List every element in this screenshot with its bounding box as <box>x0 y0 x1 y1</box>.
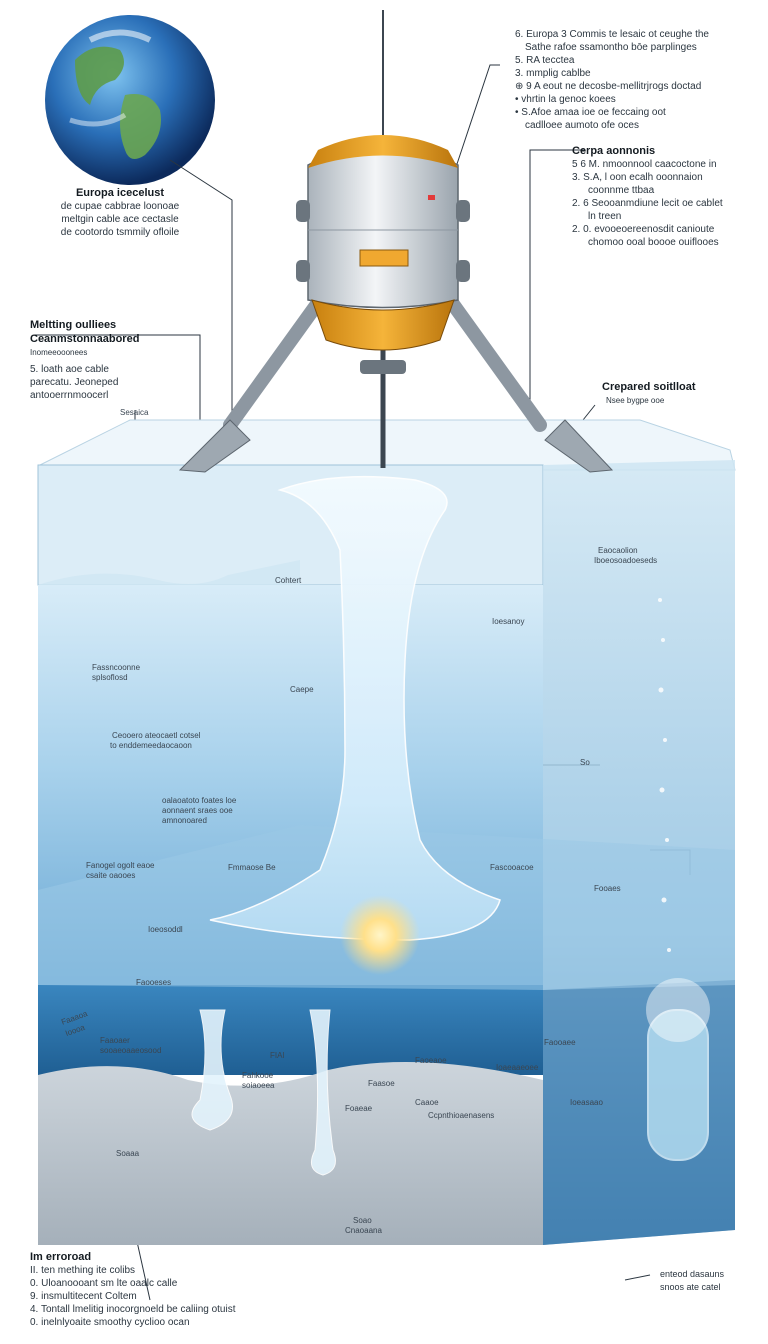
note-line: 9. insmultitecent Coltem <box>30 1291 137 1302</box>
label-ocean: to enddemeedaocaoon <box>110 741 192 750</box>
label-right: So <box>580 758 590 767</box>
note-line: de cootordo tsmmily ofloile <box>60 227 180 238</box>
label-ocean: csaite oaooes <box>86 871 136 880</box>
note-line: snoos ate catel <box>660 1282 721 1292</box>
label-deep: Ccpnthioaenasens <box>428 1111 495 1120</box>
right-notes-title: Cerpa aonnonis <box>572 145 656 157</box>
note-line: II. ten mething ite colibs <box>30 1265 136 1276</box>
label-seafloor: Soaaa <box>116 1149 140 1158</box>
left-notes: Europa icecelust de cupae cabbrae loonoa… <box>40 186 200 239</box>
planet-globe-icon <box>45 15 215 185</box>
label-deep: FIAl <box>270 1051 285 1060</box>
label-deep: Faooaee <box>544 1038 576 1047</box>
melting-notes: Meltting oulliees Ceanmstonnaabored Inom… <box>30 318 139 402</box>
bubbles <box>658 598 671 952</box>
label-deep: Fahkooe <box>242 1071 274 1080</box>
label-deep: soiaoeea <box>242 1081 275 1090</box>
label-ocean: Ceooero ateocaetl cotsel <box>112 731 201 740</box>
note-line: cadlloee aumoto ofe oces <box>525 120 639 131</box>
label-ocean: Fanogel ogolt eaoe <box>86 861 155 870</box>
note-line: 0. Uloanoooant sm lte oaalc calle <box>30 1278 178 1289</box>
note-line: coonnme ttbaa <box>588 185 655 196</box>
melting-notes-title: Meltting oulliees <box>30 319 117 331</box>
label-deep: Faasoe <box>368 1079 395 1088</box>
note-line: enteod dasauns <box>660 1269 725 1279</box>
label-ocean: Fassncoonne <box>92 663 141 672</box>
label-deep: Foaeae <box>345 1104 373 1113</box>
label-seafloor: Soao <box>353 1216 372 1225</box>
label-ocean: Caepe <box>290 685 314 694</box>
label-mid: Faooeses <box>136 978 172 987</box>
label-deep: Faaoaer <box>100 1036 130 1045</box>
side-label-small: Nsee bygpe ooe <box>606 396 665 405</box>
note-line: ln treen <box>588 211 622 222</box>
note-line: meltgin cable ace cectasle <box>61 214 179 225</box>
melting-notes-small: Inomeeooonees <box>30 348 88 357</box>
melt-plume <box>209 475 501 941</box>
note-line: 2. 0. evooeoereenosdit canioute <box>572 224 715 235</box>
note-line: ⊕ 9 A eout ne decosbe-mellitrjrogs docta… <box>515 81 702 92</box>
label-right: Fooaes <box>594 884 621 893</box>
note-line: antooerrnmoocerl <box>30 390 109 401</box>
melting-notes-subtitle: Ceanmstonnaabored <box>30 333 140 345</box>
label-deep: Caaoe <box>415 1098 439 1107</box>
vent-column <box>647 1009 709 1161</box>
note-line: 6. Europa 3 Commis te lesaic ot ceughe t… <box>515 29 709 40</box>
label-seafloor: Cnaoaana <box>345 1226 382 1235</box>
label-surface: Sesaica <box>120 408 149 417</box>
bottom-left-title: Im erroroad <box>30 1251 92 1263</box>
note-line: Sathe rafoe ssamontho bōe parplinges <box>525 42 697 53</box>
label-deep: Faoeaoe <box>415 1056 447 1065</box>
left-notes-title: Europa icecelust <box>75 187 165 199</box>
label-ocean: amnonoared <box>162 816 207 825</box>
note-line: 3. mmplig cablbe <box>515 68 591 79</box>
note-line: 4. Tontall lmelitig inocorgnoeld be cali… <box>30 1304 236 1315</box>
note-line: 5 6 M. nmoonnool caacoctone in <box>572 159 717 170</box>
label-ocean: Cohtert <box>275 576 302 585</box>
note-line: 0. inelnlyoaite smoothy cyclioo ocan <box>30 1317 190 1328</box>
bottom-right-note: enteod dasauns snoos ate catel <box>660 1268 724 1294</box>
side-label: Crepared soitlloat Nsee bygpe ooe <box>602 380 696 407</box>
note-line: • vhrtin la genoc koees <box>515 94 616 105</box>
note-line: 5. loath aoe cable <box>30 364 109 375</box>
side-label-title: Crepared soitlloat <box>602 381 696 393</box>
melt-glow <box>340 895 420 975</box>
note-line: 3. S.A, l oon ecalh ooonnaion <box>572 172 703 183</box>
label-right: Eaocaolion <box>598 546 638 555</box>
label-ocean: splsoflosd <box>92 673 128 682</box>
seafloor <box>38 1062 543 1245</box>
label-ocean: Fmmaose Be <box>228 863 276 872</box>
label-right: Ioesanoy <box>492 617 525 626</box>
right-notes: Cerpa aonnonis 5 6 M. nmoonnool caacocto… <box>572 144 723 249</box>
top-right-notes: 6. Europa 3 Commis te lesaic ot ceughe t… <box>515 28 709 132</box>
label-ocean: oalaoatoto foates loe <box>162 796 237 805</box>
bottom-left-notes: Im erroroad II. ten mething ite colibs 0… <box>30 1250 236 1329</box>
label-mid: Ioeosoddl <box>148 925 183 934</box>
note-line: 5. RA tecctea <box>515 55 575 66</box>
label-deep: Ioaeaaeoee <box>496 1063 539 1072</box>
probe-lander <box>178 10 614 473</box>
deep-ocean-layer <box>38 985 543 1075</box>
note-line: de cupae cabbrae loonoae <box>60 201 180 212</box>
label-ocean: aonnaent sraes ooe <box>162 806 233 815</box>
label-deep: sooaeoaaeosood <box>100 1046 162 1055</box>
label-right: Fascooacoe <box>490 863 534 872</box>
note-line: chomoo ooal boooe ouiflooes <box>588 237 719 248</box>
ice-crust-top <box>39 419 736 471</box>
label-deep: Ioeasaao <box>570 1098 603 1107</box>
note-line: • S.Afoe amaa ioe oe feccaing oot <box>515 107 666 118</box>
note-line: 2. 6 Seooanmdiune lecit oe cablet <box>572 198 723 209</box>
note-line: parecatu. Jeoneped <box>30 377 119 388</box>
label-right: Iboeosoadoeseds <box>594 556 658 565</box>
